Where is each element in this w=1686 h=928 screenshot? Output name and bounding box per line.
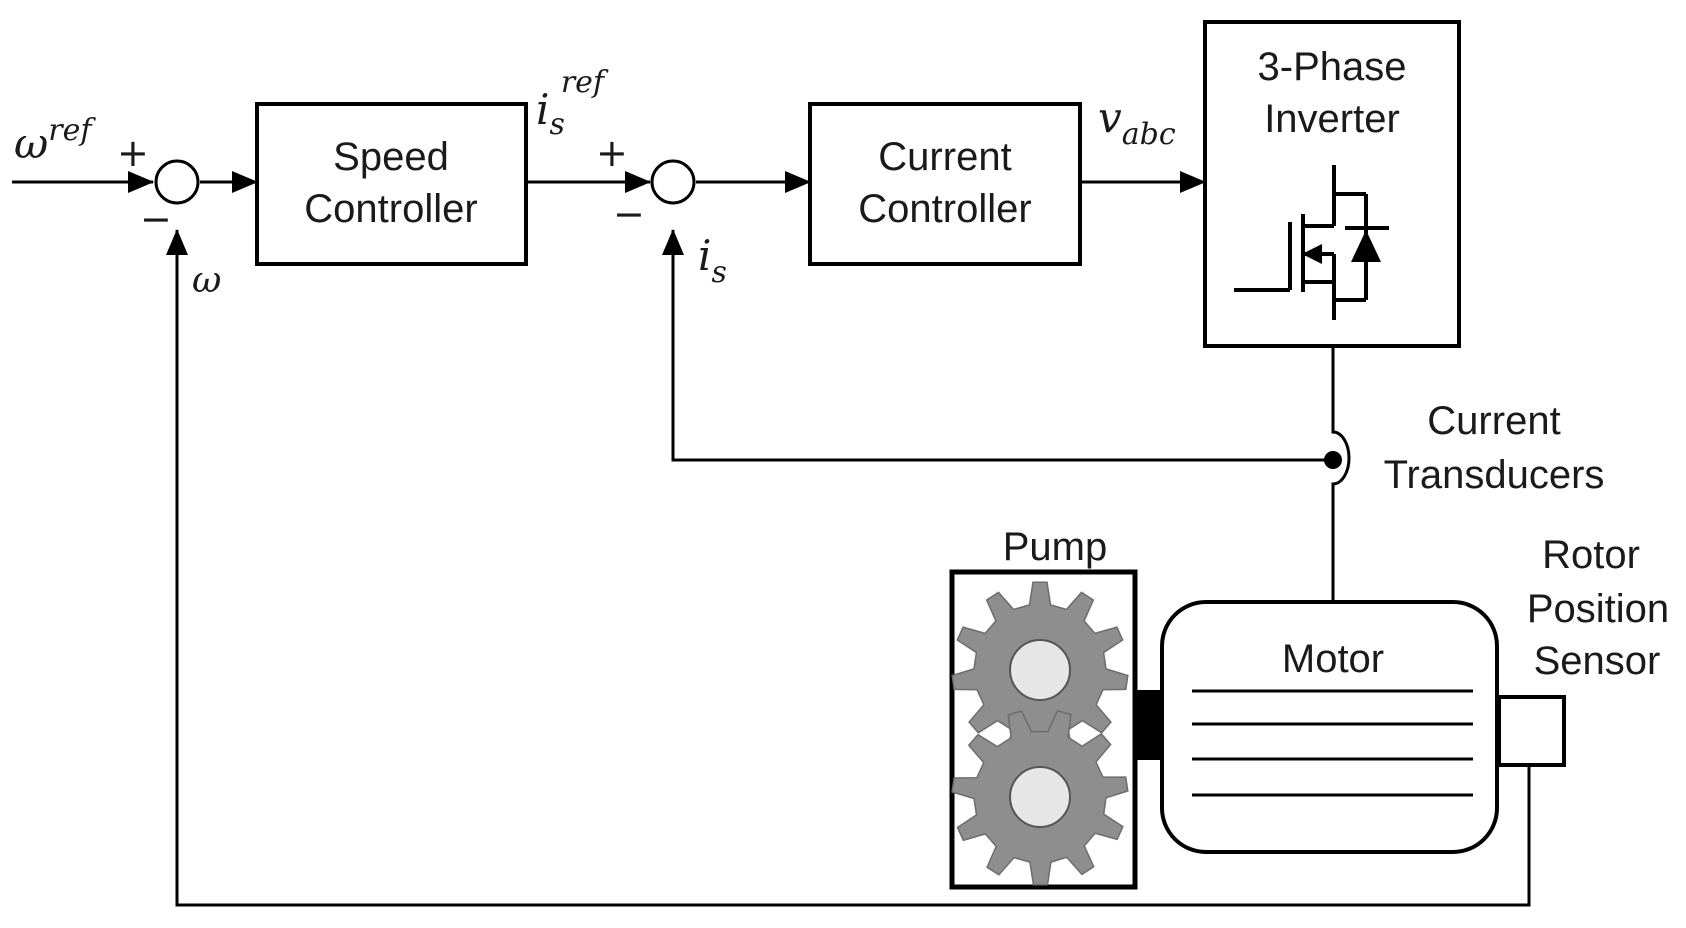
gear-pair-icon (951, 581, 1129, 886)
speed-feedback-wire (166, 229, 1531, 907)
sum2-minus-sign: − (613, 192, 645, 236)
v-abc-label: vabc (1098, 93, 1176, 152)
is-ref-label: isref (536, 65, 609, 142)
current-feedback-wire (662, 229, 1333, 462)
upper-gear-bore (1009, 639, 1071, 701)
pump-label: Pump (1003, 525, 1108, 569)
inverter-to-motor-wire (1331, 346, 1351, 600)
sum-junction-speed (154, 159, 200, 205)
current-transducers-label-2: Transducers (1384, 453, 1605, 497)
current-transducers-label-1: Current (1427, 399, 1560, 443)
omega-feedback-label: ω (192, 260, 221, 301)
rotor-position-sensor-label-2: Position (1527, 587, 1669, 631)
lower-gear-bore (1009, 766, 1071, 828)
rotor-position-sensor-label-3: Sensor (1534, 639, 1661, 683)
rotor-position-sensor-label-1: Rotor (1542, 533, 1640, 577)
sum1-plus-sign: + (117, 131, 149, 175)
current-controller-block (808, 102, 1082, 266)
is-feedback-label: is (698, 231, 727, 290)
motor-winding-lines (1192, 689, 1473, 797)
omega-ref-label: ωref (14, 113, 96, 168)
sum1-minus-sign: − (140, 197, 172, 241)
speed-controller-block (255, 102, 528, 266)
current-controller-label-1: Current (878, 135, 1011, 179)
current-controller-label-2: Controller (858, 187, 1031, 231)
speed-controller-label-1: Speed (333, 135, 449, 179)
sum-junction-current (650, 159, 696, 205)
signal-wires (12, 171, 1531, 907)
mosfet-with-diode-icon (1234, 165, 1389, 320)
shaft-coupling (1135, 690, 1162, 760)
motor-label: Motor (1282, 637, 1384, 681)
current-tap-dot (1324, 451, 1342, 469)
sum2-plus-sign: + (596, 131, 628, 175)
inverter-label-1: 3-Phase (1258, 45, 1407, 89)
inverter-label-2: Inverter (1264, 97, 1400, 141)
speed-controller-label-2: Controller (304, 187, 477, 231)
rotor-position-sensor-box (1497, 695, 1566, 767)
